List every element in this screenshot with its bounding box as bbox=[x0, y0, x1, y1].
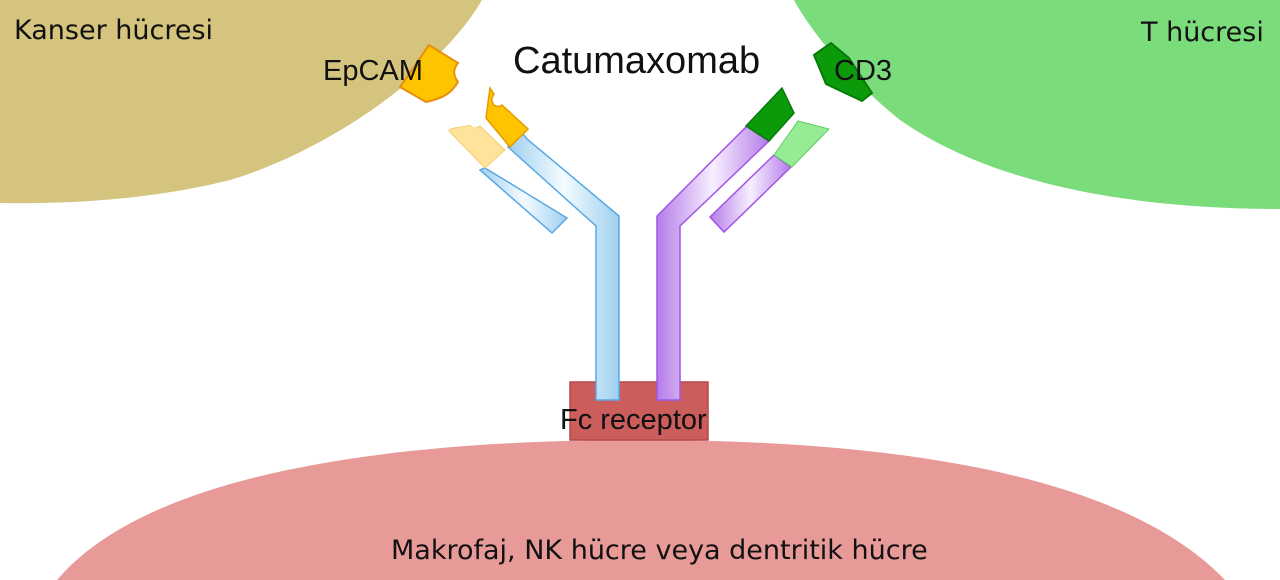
mouse-light-chain-variable bbox=[448, 124, 506, 169]
epcam-antigen bbox=[398, 43, 460, 104]
effector-cell-label: Makrofaj, NK hücre veya dentritik hücre bbox=[391, 535, 928, 566]
fc-receptor bbox=[569, 381, 709, 441]
effector-cell bbox=[57, 440, 1225, 580]
cd3-label: CD3 bbox=[834, 55, 893, 87]
diagram-title: Catumaxomab bbox=[513, 40, 761, 82]
t-cell-label: T hücresi bbox=[1141, 17, 1264, 48]
fc-receptor-label: Fc receptor bbox=[560, 404, 707, 436]
cd3-binding-site bbox=[744, 86, 795, 142]
mouse-heavy-chain bbox=[507, 123, 620, 401]
cancer-cell-label: Kanser hücresi bbox=[14, 15, 214, 46]
cd3-antigen bbox=[812, 41, 874, 103]
cancer-cell bbox=[0, 0, 482, 204]
epcam-binding-site bbox=[485, 85, 530, 149]
epcam-label: EpCAM bbox=[323, 55, 423, 87]
mouse-light-chain bbox=[478, 167, 569, 235]
rat-light-chain-variable bbox=[773, 120, 830, 168]
t-cell bbox=[794, 0, 1280, 209]
rat-heavy-chain bbox=[656, 125, 771, 401]
